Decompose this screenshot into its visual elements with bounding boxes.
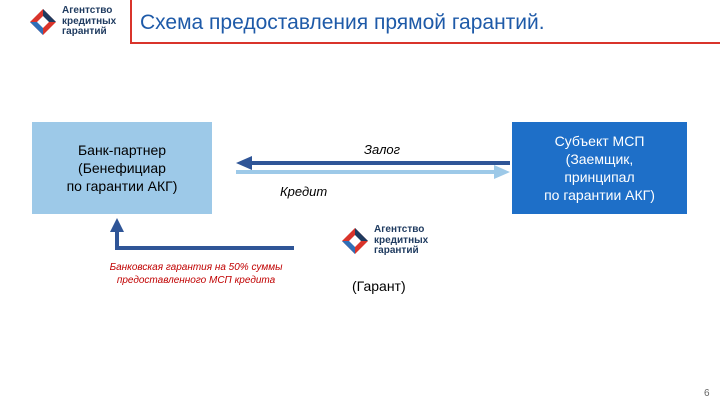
credit-label: Кредит (280, 184, 328, 199)
bank-line3: по гарантии АКГ) (66, 178, 178, 195)
msp-subject-box: Субъект МСП (Заемщик, принципал по гаран… (512, 122, 687, 214)
credit-arrow (236, 165, 510, 179)
logo-mark-icon (342, 227, 368, 254)
logo-text-line1: Агентство (62, 5, 113, 16)
header-divider (130, 0, 720, 44)
msp-line4: по гарантии АКГ) (544, 187, 655, 204)
logo-mark-icon (30, 8, 56, 35)
logo-text-line3: гарантий (374, 245, 419, 256)
logo-text-line2: кредитных (374, 234, 429, 246)
logo-text-line1: Агентство (374, 224, 425, 235)
bank-line1: Банк-партнер (77, 141, 167, 158)
collateral-arrow (236, 156, 510, 170)
guarantee-arrow (110, 218, 294, 250)
bank-partner-box: Банк-партнер (Бенефициар по гарантии АКГ… (32, 122, 212, 214)
msp-line3: принципал (564, 169, 635, 185)
guarantor-label: (Гарант) (352, 278, 406, 294)
guarantor-logo: Агентство кредитных гарантий (340, 224, 429, 257)
company-logo: Агентство кредитных гарантий (28, 5, 117, 38)
logo-text-line3: гарантий (62, 26, 107, 37)
msp-line1: Субъект МСП (554, 132, 645, 149)
page-number: 6 (704, 388, 710, 399)
bank-line2: (Бенефициар (78, 159, 166, 176)
guarantee-label: Банковская гарантия на 50% суммы предост… (109, 262, 283, 286)
logo-text-line2: кредитных (62, 15, 117, 27)
collateral-label: Залог (364, 142, 401, 157)
page-title: Схема предоставления прямой гарантий. (140, 11, 545, 34)
msp-line2: (Заемщик, (565, 150, 634, 167)
